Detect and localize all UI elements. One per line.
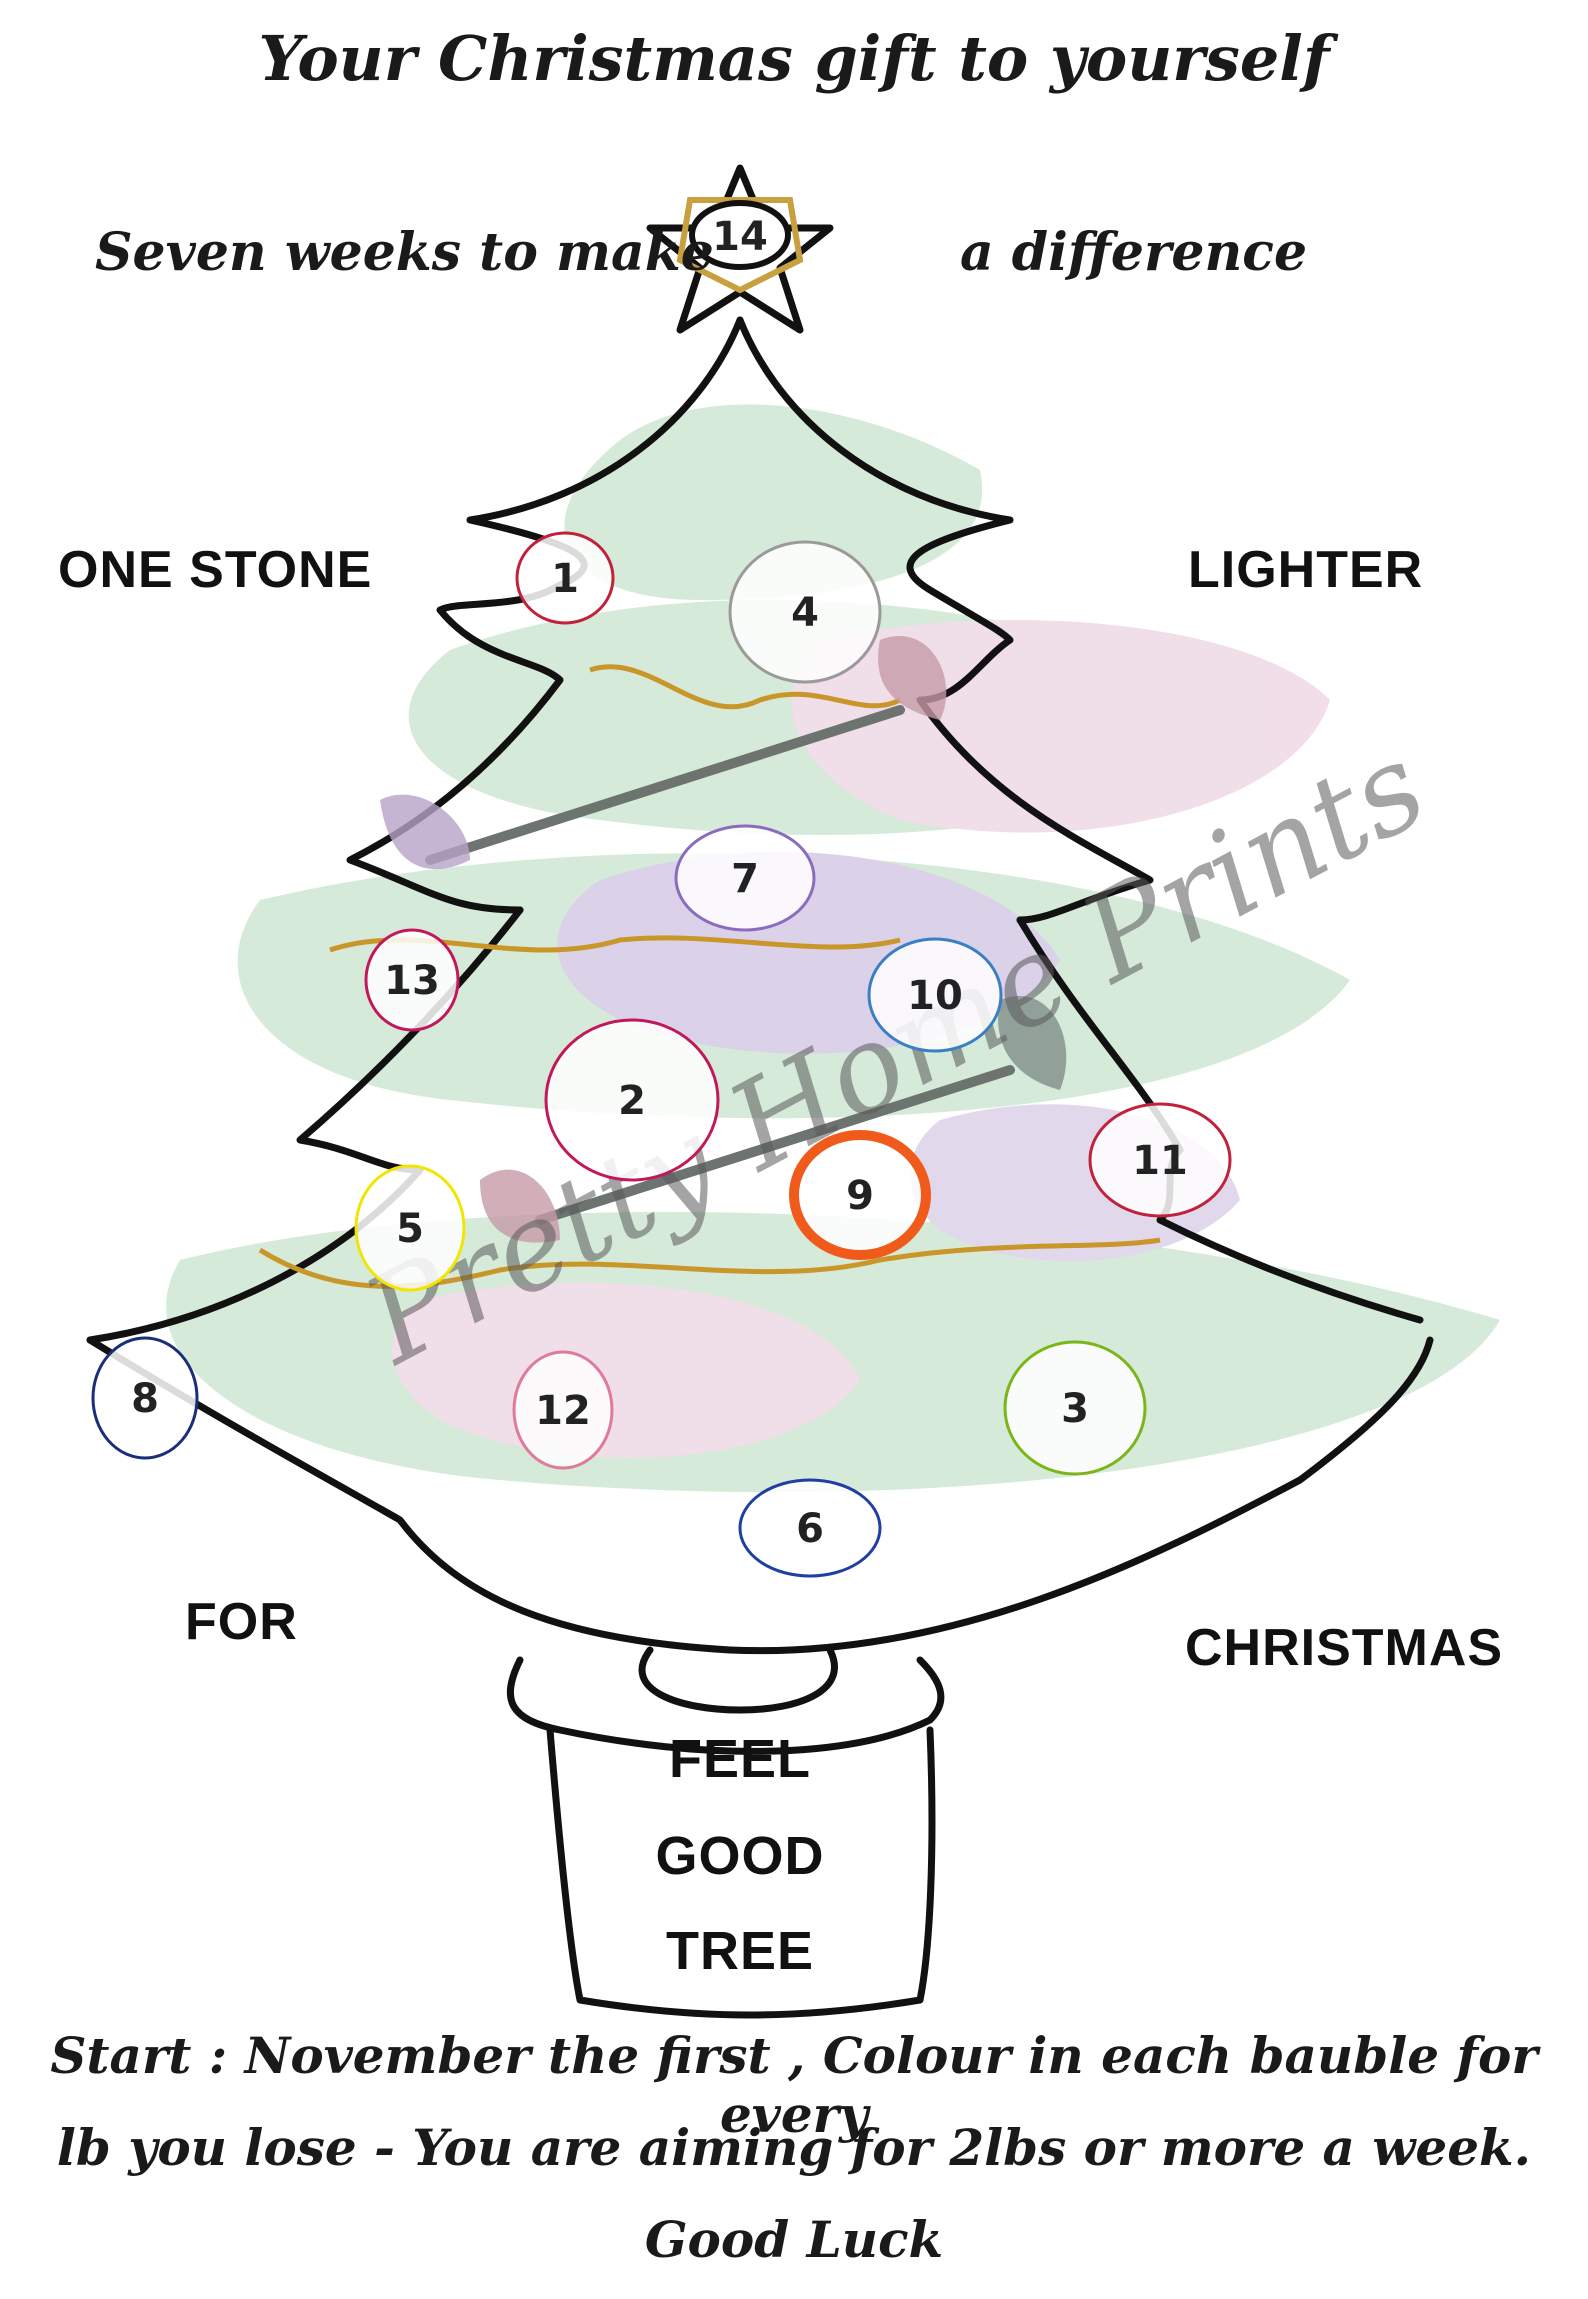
bauble-11 bbox=[1088, 1102, 1232, 1218]
bauble-10 bbox=[867, 937, 1003, 1053]
bauble-number-8: 8 bbox=[131, 1376, 159, 1422]
bauble-number-10: 10 bbox=[907, 973, 963, 1019]
pot-text-feel: FEEL bbox=[668, 1729, 811, 1789]
label-one-stone: ONE STONE bbox=[58, 541, 373, 599]
bauble-number-7: 7 bbox=[731, 856, 759, 902]
bauble-9 bbox=[789, 1130, 931, 1260]
bauble-1 bbox=[515, 531, 615, 625]
bauble-6 bbox=[738, 1478, 882, 1578]
instruction-line-2: lb you lose - You are aiming for 2lbs or… bbox=[56, 2118, 1532, 2177]
bauble-number-6: 6 bbox=[796, 1506, 824, 1552]
bauble-12 bbox=[512, 1350, 614, 1470]
bauble-number-11: 11 bbox=[1132, 1138, 1188, 1184]
bauble-number-9: 9 bbox=[846, 1173, 874, 1219]
star-number: 14 bbox=[712, 214, 768, 260]
subtitle-left: Seven weeks to make bbox=[95, 222, 714, 283]
bauble-2 bbox=[544, 1018, 720, 1182]
label-for: FOR bbox=[185, 1593, 298, 1651]
bauble-4 bbox=[728, 540, 882, 684]
bauble-3 bbox=[1003, 1340, 1147, 1476]
tree-outline bbox=[86, 316, 1434, 2019]
label-christmas: CHRISTMAS bbox=[1185, 1619, 1504, 1677]
bauble-13 bbox=[364, 928, 460, 1032]
pot-text-tree: TREE bbox=[665, 1921, 815, 1981]
bauble-5 bbox=[354, 1164, 466, 1292]
bauble-number-2: 2 bbox=[618, 1078, 646, 1124]
instruction-line-1: Start : November the first , Colour in e… bbox=[50, 2026, 1538, 2144]
pot-text-good: GOOD bbox=[655, 1826, 825, 1886]
bauble-number-4: 4 bbox=[791, 590, 819, 636]
bauble-number-5: 5 bbox=[396, 1206, 424, 1252]
bauble-7 bbox=[674, 824, 816, 932]
instruction-line-3: Good Luck bbox=[644, 2210, 944, 2269]
bauble-number-12: 12 bbox=[535, 1388, 591, 1434]
bauble-number-3: 3 bbox=[1061, 1386, 1089, 1432]
bauble-number-1: 1 bbox=[551, 556, 579, 602]
star-number-badge bbox=[689, 200, 791, 270]
page-title: Your Christmas gift to yourself bbox=[258, 22, 1330, 95]
bauble-8 bbox=[91, 1336, 199, 1460]
decorative-arrows bbox=[425, 705, 1015, 1225]
label-lighter: LIGHTER bbox=[1188, 541, 1424, 599]
arrow-feathers bbox=[380, 636, 1067, 1243]
subtitle-right: a difference bbox=[960, 222, 1308, 283]
bauble-number-13: 13 bbox=[384, 958, 440, 1004]
star-topper: 14 bbox=[646, 164, 834, 334]
